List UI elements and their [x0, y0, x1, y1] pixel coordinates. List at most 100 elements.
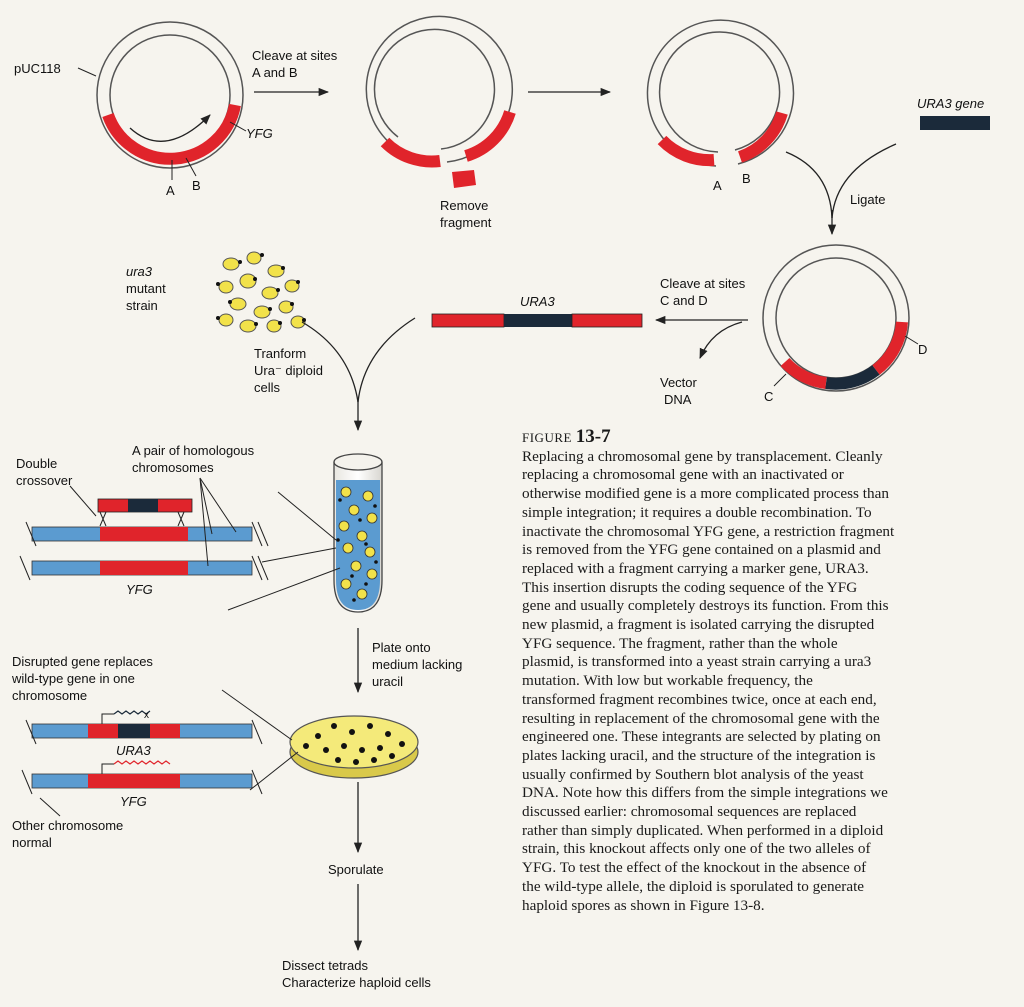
label-site-c: C: [764, 389, 773, 404]
ura3-gene-block: [920, 116, 990, 130]
petri-dish: [289, 715, 419, 779]
label-sporulate: Sporulate: [328, 862, 384, 877]
label-cleave-cd-1: Cleave at sites: [660, 276, 746, 291]
caption-line: DNA. Note how this differs from the simp…: [522, 784, 888, 802]
caption-line: engineered one. These integrants are sel…: [522, 728, 881, 746]
caption-line: Replacing a chromosomal gene by transpla…: [522, 447, 883, 465]
caption-body: Replacing a chromosomal gene by transpla…: [522, 448, 1002, 916]
plasmid-with-ura3: [762, 244, 910, 392]
double-crossover-leader: [69, 485, 97, 517]
label-plate-2: medium lacking: [372, 657, 462, 672]
caption-line: mutation. With low but workable frequenc…: [522, 672, 813, 690]
caption-line: rather than simply duplicated. When perf…: [522, 821, 884, 839]
label-mutant-3: strain: [126, 298, 158, 313]
figure-caption: FIGURE 13-7 Replacing a chromosomal gene…: [522, 426, 1002, 916]
label-site-d: D: [918, 342, 927, 357]
caption-line: simple integration; it requires a double…: [522, 503, 872, 521]
caption-line: otherwise modified gene is a more compli…: [522, 485, 889, 503]
other-chromosome-leader: [39, 797, 61, 817]
label-yfg-top: YFG: [246, 126, 273, 141]
plasmid-puc118: [96, 21, 244, 169]
label-dissect-1: Dissect tetrads: [282, 958, 368, 973]
label-ligate: Ligate: [850, 192, 885, 207]
pair-leader-1: [199, 477, 213, 535]
label-vector-1: Vector: [660, 375, 698, 390]
label-plate-3: uracil: [372, 674, 403, 689]
caption-line: YFG sequence. The fragment, rather than …: [522, 634, 838, 652]
merge-line-right: [357, 317, 416, 403]
label-ura3-low: URA3: [116, 743, 151, 758]
plate-leader-1: [221, 689, 293, 741]
label-disrupted-2: wild-type gene in one: [11, 671, 135, 686]
site-c-leader: [773, 373, 787, 387]
caption-line: the wild-type allele, the diploid is spo…: [522, 877, 865, 895]
test-tube: [333, 453, 383, 613]
plasmid-cut: [365, 15, 516, 188]
disrupted-chromosome: x: [25, 710, 263, 745]
caption-line: haploid spores as shown in Figure 13-8.: [522, 896, 765, 914]
site-d-leader: [904, 335, 919, 345]
label-cleave-ab-2: A and B: [252, 65, 298, 80]
caption-line: new plasmid, a fragment is isolated carr…: [522, 616, 875, 634]
label-remove-2: fragment: [440, 215, 492, 230]
caption-line: resulting in replacement of the chromoso…: [522, 709, 880, 727]
caption-line: usually confirmed by Southern blot analy…: [522, 765, 864, 783]
puc118-leader: [77, 67, 97, 77]
label-pair-1: A pair of homologous: [132, 443, 255, 458]
caption-line: plasmid, is transformed into a yeast str…: [522, 653, 872, 671]
label-transform-3: cells: [254, 380, 281, 395]
caption-figure-number: 13-7: [575, 426, 611, 447]
label-cleave-cd-2: C and D: [660, 293, 708, 308]
label-pair-2: chromosomes: [132, 460, 214, 475]
pair-leader-2: [199, 477, 237, 533]
caption-line: strain, this knockout affects only one o…: [522, 840, 871, 858]
caption-line: gene and usually completely destroys its…: [522, 597, 889, 615]
pair-leader-3: [199, 477, 209, 567]
label-site-b: B: [192, 178, 201, 193]
caption-line: YFG. To test the effect of the knockout …: [522, 859, 867, 877]
label-plate-1: Plate onto: [372, 640, 431, 655]
svg-text:x: x: [144, 710, 149, 721]
site-b-leader: [185, 157, 197, 177]
label-puc118: pUC118: [14, 61, 61, 76]
label-yfg-mid: YFG: [126, 582, 153, 597]
label-mutant-1: ura3: [126, 264, 153, 279]
label-site-b-2: B: [742, 171, 751, 186]
ligate-line-right: [831, 143, 897, 219]
caption-line: transformed fragment recombines twice, o…: [522, 690, 877, 708]
ura3-fragment: [431, 313, 643, 328]
caption-line: replaced with a fragment carrying a mark…: [522, 559, 869, 577]
label-site-a: A: [166, 183, 175, 198]
label-other-2: normal: [12, 835, 52, 850]
caption-line: inactivate the chromosomal YFG gene, a r…: [522, 522, 895, 540]
caption-heading: FIGURE 13-7: [522, 426, 1002, 448]
caption-line: discussed earlier: chromosomal sequences…: [522, 803, 857, 821]
plate-leader-2: [249, 751, 299, 791]
label-ura3-gene: URA3 gene: [917, 96, 984, 111]
homologous-chromosome-pair: [19, 498, 269, 581]
merge-line-left: [301, 321, 359, 403]
label-disrupted-1: Disrupted gene replaces: [12, 654, 153, 669]
label-ura3-fragment: URA3: [520, 294, 555, 309]
label-site-a-2: A: [713, 178, 722, 193]
tube-leader-1: [277, 491, 337, 541]
label-remove-1: Remove: [440, 198, 488, 213]
yfg-leader: [229, 121, 247, 132]
label-vector-2: DNA: [664, 392, 692, 407]
label-disrupted-3: chromosome: [12, 688, 87, 703]
normal-chromosome: [21, 760, 263, 795]
label-dissect-2: Characterize haploid cells: [282, 975, 431, 990]
caption-line: plates lacking uracil, and the structure…: [522, 746, 876, 764]
caption-line: This insertion disrupts the coding seque…: [522, 578, 858, 596]
tube-leader-3: [227, 567, 341, 611]
label-other-1: Other chromosome: [12, 818, 123, 833]
arrow-vector-dna: [699, 321, 743, 359]
label-transform-1: Tranform: [254, 346, 306, 361]
caption-line: is removed from the YFG gene contained o…: [522, 541, 881, 559]
label-double-2: crossover: [16, 473, 73, 488]
ligate-line-left: [785, 151, 833, 219]
caption-figure-word: FIGURE: [522, 430, 572, 445]
yeast-cell-cluster: [216, 251, 306, 333]
caption-line: replacing a chromosomal gene with an ina…: [522, 466, 844, 484]
